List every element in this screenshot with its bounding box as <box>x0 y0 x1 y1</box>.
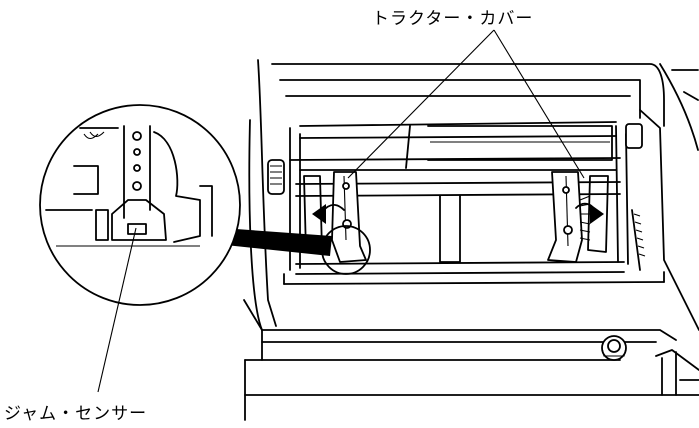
magnified-inset <box>39 104 241 306</box>
printer-body <box>243 59 699 421</box>
jam-sensor-label: ジャム・センサー <box>4 404 148 424</box>
right-tractor <box>547 171 609 263</box>
left-tractor <box>303 171 367 263</box>
right-knob <box>625 123 646 271</box>
tractor-cover-label: トラクター・カバー <box>372 9 534 29</box>
leader-jam-sensor <box>97 227 137 393</box>
feed-knob <box>601 335 627 361</box>
leader-tractor-left <box>347 29 495 179</box>
left-knob <box>267 159 285 195</box>
magnifier-pointer <box>216 228 332 256</box>
leader-tractor-right <box>493 29 585 179</box>
leader-lines <box>97 29 585 393</box>
